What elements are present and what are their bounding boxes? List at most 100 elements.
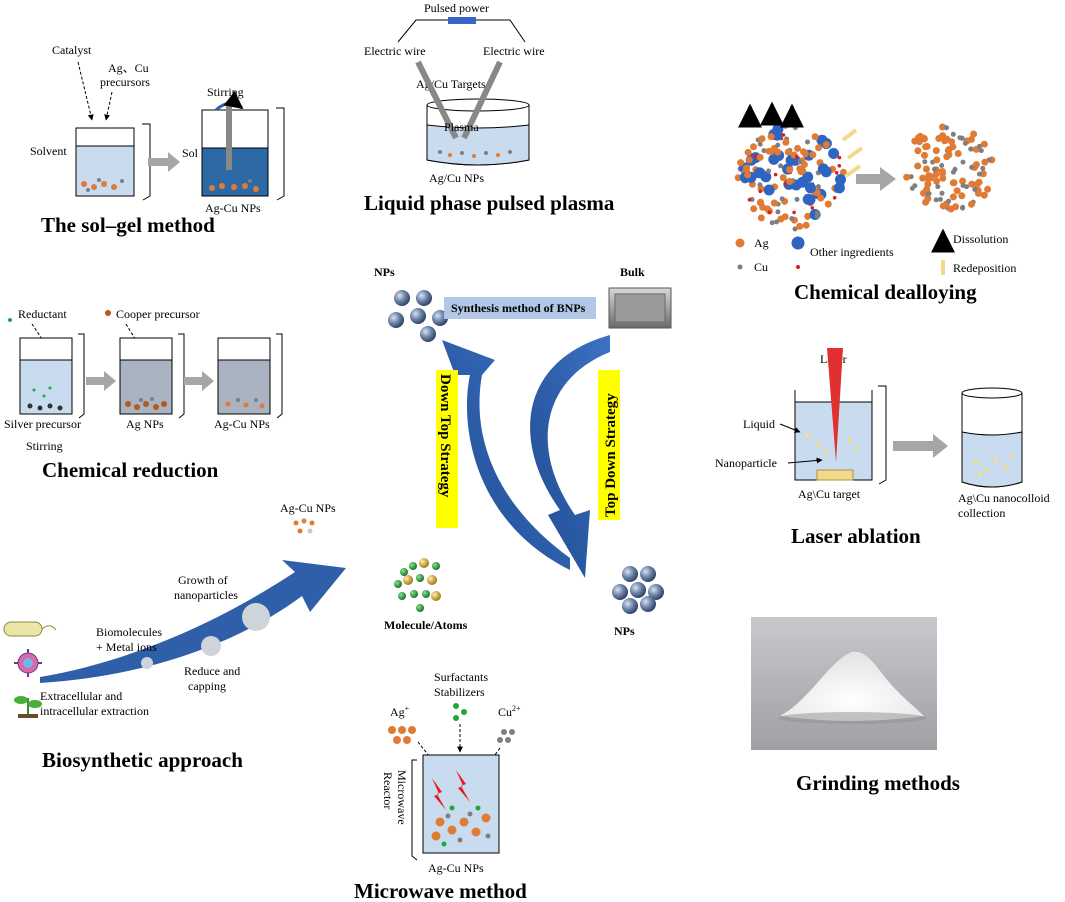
cu-particle	[926, 191, 932, 197]
cu-particle	[960, 204, 966, 210]
banner-text: Synthesis method of BNPs	[451, 301, 586, 315]
cu-particle	[972, 186, 978, 192]
other-particle	[805, 182, 816, 194]
pulsed-power-label: Pulsed power	[424, 1, 489, 15]
ag-particle	[750, 205, 758, 213]
solvent-label: Solvent	[30, 144, 67, 158]
nps-bottom-label: NPs	[614, 624, 635, 638]
cu-particle	[774, 219, 780, 225]
ag-particle	[809, 151, 817, 159]
reduce-label-2: capping	[188, 679, 226, 693]
reduction-title: Chemical reduction	[42, 458, 219, 482]
ag-particle	[765, 147, 773, 155]
trace-particle	[837, 164, 842, 168]
ag-particle	[970, 130, 978, 138]
laser-title: Laser ablation	[791, 524, 921, 548]
other-particle	[760, 171, 772, 183]
cu-particle	[950, 169, 956, 175]
reduction-arrow-1	[86, 371, 116, 391]
trace-particle	[781, 133, 786, 137]
cu-particle	[779, 196, 785, 202]
plant-icon	[14, 696, 42, 718]
ag-particle	[980, 191, 988, 199]
ag-particle	[839, 168, 847, 176]
ag-ion-label: Ag+	[390, 704, 410, 719]
ag-particle	[745, 156, 753, 164]
ag-particle	[943, 135, 951, 143]
ag-ion-symbol: Ag	[390, 705, 405, 719]
cu-particle	[782, 123, 788, 129]
reduction-arrow-2	[184, 371, 214, 391]
microwave-section: Surfactants Stabilizers Ag+ Cu2+	[354, 670, 527, 902]
cooper-precursor-label: Cooper precursor	[116, 307, 200, 321]
cu-particle	[969, 164, 975, 170]
bio-product-label: Ag-Cu NPs	[280, 501, 336, 515]
agcu-nps-label: Ag-Cu NPs	[214, 417, 270, 431]
laser-beaker	[794, 348, 887, 485]
sol-gel-arrow	[148, 152, 180, 172]
ag-particle	[939, 174, 947, 182]
ag-particle	[770, 199, 778, 207]
cu-particle	[978, 148, 984, 154]
trace-particle	[753, 154, 757, 159]
ag-particle	[794, 144, 802, 152]
ag-particle	[903, 173, 911, 181]
cu-particle	[815, 184, 821, 190]
reduction-beaker-1	[19, 333, 85, 419]
cu-ion-symbol: Cu	[498, 705, 512, 719]
down-top-text: Down Top Strategy	[437, 374, 453, 498]
cu-particle	[964, 184, 969, 190]
growth-label-1: Growth of	[178, 573, 228, 587]
ag-particle	[767, 133, 775, 141]
ag-particle	[779, 174, 787, 182]
sol-gel-title: The sol–gel method	[41, 213, 215, 237]
cu-particle	[922, 159, 928, 165]
dealloyed-particle	[903, 123, 996, 213]
ag-particle	[920, 134, 928, 142]
extraction-label-2: intracellular extraction	[40, 704, 149, 718]
cu-particle	[769, 220, 775, 226]
ag-particle	[967, 136, 975, 143]
ag-particle	[811, 133, 819, 141]
legend-other-label: Other ingredients	[810, 245, 894, 259]
ag-particle	[784, 148, 792, 156]
cu-particle	[792, 125, 798, 131]
ag-particle	[800, 148, 807, 156]
cu-particle	[968, 146, 974, 152]
cu-particle	[939, 190, 945, 196]
ag-particle	[922, 143, 930, 151]
other-particle	[828, 148, 840, 159]
ag-ion-charge: +	[405, 704, 410, 713]
cu-particle	[946, 198, 952, 204]
cu-particle	[805, 139, 810, 145]
trace-particle	[837, 155, 842, 160]
top-down-highlight	[598, 370, 620, 520]
ag-particle	[954, 150, 962, 157]
ag-particle	[919, 174, 927, 182]
other-particle	[835, 174, 846, 185]
legend-cu-label: Cu	[754, 260, 768, 274]
stabilizers-label: Stabilizers	[434, 685, 485, 699]
ag-particle	[972, 161, 980, 169]
sol-gel-section: Catalyst Ag、Cu precursors Solvent Sol St…	[30, 43, 285, 237]
down-top-arrow	[442, 340, 570, 570]
cu-particle	[933, 197, 939, 203]
trace-particle	[773, 172, 778, 177]
target-label: Ag\Cu target	[798, 487, 861, 501]
legend-ag-label: Ag	[754, 236, 769, 250]
ag-particle	[757, 214, 765, 222]
ag-particle	[968, 180, 976, 188]
grinding-title: Grinding methods	[796, 771, 960, 795]
legend-dissolution-label: Dissolution	[953, 232, 1008, 246]
ag-particle	[933, 156, 941, 164]
ag-particle	[921, 151, 928, 159]
molecule-cluster	[394, 558, 441, 612]
ag-particle	[796, 222, 804, 230]
cu-particle	[775, 209, 781, 215]
cu-particle	[976, 171, 982, 177]
ag-particle	[973, 180, 981, 188]
ag-particle	[914, 147, 922, 155]
reduction-section: Reductant Cooper precursor	[4, 307, 283, 482]
sol-gel-beaker-1	[75, 123, 151, 201]
